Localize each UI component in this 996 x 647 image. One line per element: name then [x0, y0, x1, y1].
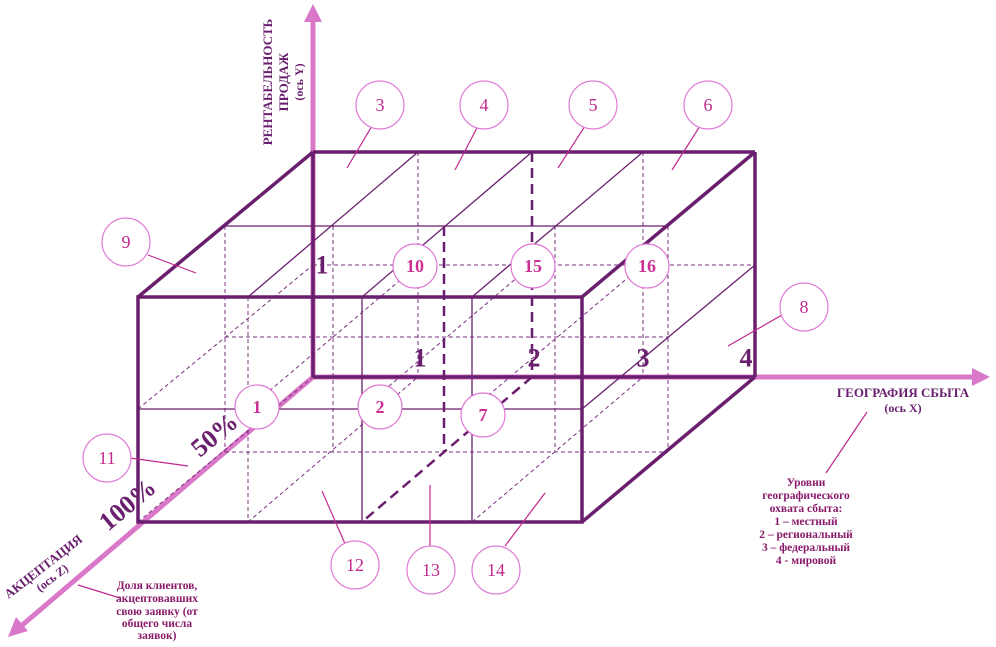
cell-circle-4	[459, 80, 509, 130]
y-axis-title-line2: ПРОДАЖ	[276, 53, 291, 112]
grid-line	[137, 376, 314, 523]
legend-geography: Уровни географического охвата сбыта: 1 –…	[759, 477, 853, 567]
leader-9	[147, 254, 197, 274]
divider-line	[361, 376, 533, 523]
cube-frame	[136, 150, 757, 524]
x-level-3: 3	[637, 344, 650, 373]
x-axis-subtitle: (ось X)	[884, 401, 921, 415]
cell-circle-1	[234, 384, 280, 430]
cell-circle-16	[624, 243, 670, 289]
leader-5	[557, 125, 586, 169]
cell-circle-15	[510, 243, 556, 289]
x-level-1: 1	[414, 344, 427, 373]
cell-circle-12	[330, 540, 380, 590]
cell-circle-5	[568, 80, 618, 130]
x-axis-title: ГЕОГРАФИЯ СБЫТА	[837, 385, 970, 400]
grid-line	[361, 264, 533, 410]
legend-acc-line-3: свою заявку (от	[116, 606, 198, 618]
cell-label-12: 12	[346, 555, 364, 575]
legend-geo-item-4: 4 - мировой	[776, 555, 837, 567]
leader-11	[129, 457, 189, 467]
leader-14	[504, 492, 546, 547]
top-diagonal	[471, 151, 644, 298]
legend-geo-title-3: охвата сбыта:	[770, 503, 843, 515]
legend-geo-item-2: 2 – региональный	[759, 529, 853, 541]
y-axis-arrowhead	[304, 4, 322, 22]
cell-label-8: 8	[800, 297, 809, 317]
cell-label-14: 14	[487, 560, 505, 580]
legend-acc-line-4: общего числа	[122, 618, 193, 630]
leader-legend-x	[825, 411, 868, 474]
top-right-edge	[580, 150, 757, 299]
cell-label-6: 6	[704, 95, 713, 115]
cell-circle-13	[406, 545, 456, 595]
level-labels: 1 2 3 4 1 50% 100%	[93, 251, 752, 537]
outer-cells: 3 4 5 6 9 8 11 12 13 14	[82, 80, 829, 595]
leader-legend-z	[77, 584, 121, 599]
grid-line	[247, 376, 419, 523]
cell-circle-2	[357, 384, 403, 430]
top-left-edge	[136, 150, 315, 299]
cell-circle-7	[460, 392, 506, 438]
cell-label-4: 4	[480, 95, 489, 115]
bottom-right-edge	[580, 375, 757, 524]
legend-geo-title-1: Уровни	[787, 477, 826, 489]
cell-label-15: 15	[524, 256, 542, 276]
cell-label-7: 7	[479, 405, 488, 425]
grid-line	[137, 264, 314, 410]
cell-circle-10	[392, 243, 438, 289]
legend-geo-item-1: 1 – местный	[774, 516, 838, 528]
inner-cells: 10 15 16 1 2 7	[234, 243, 670, 438]
leader-6	[671, 125, 701, 171]
grid-line	[471, 376, 644, 523]
leader-lines	[77, 125, 868, 599]
leader-3	[346, 125, 373, 169]
legend-acc-line-2: акцептовавших	[116, 593, 198, 605]
cell-label-5: 5	[589, 95, 598, 115]
cell-label-11: 11	[98, 448, 115, 468]
top-diagonal	[247, 151, 419, 298]
cell-label-16: 16	[638, 256, 656, 276]
x-level-2: 2	[528, 344, 541, 373]
cell-circle-11	[82, 433, 132, 483]
right-diagonal	[581, 264, 756, 410]
cell-circle-8	[779, 282, 829, 332]
internal-dashed-grid	[137, 152, 755, 523]
x-axis-arrowhead	[972, 368, 990, 386]
z-axis-arrowhead	[8, 617, 28, 637]
front-face	[136, 295, 584, 524]
leader-4	[454, 125, 479, 171]
cell-label-9: 9	[122, 232, 131, 252]
cell-circle-3	[355, 80, 405, 130]
grid-line	[471, 264, 644, 410]
cell-label-2: 2	[376, 397, 385, 417]
y-level-1: 1	[316, 251, 329, 280]
x-level-4: 4	[740, 344, 753, 373]
cell-circle-9	[101, 217, 151, 267]
cell-circle-6	[683, 80, 733, 130]
y-axis-subtitle: (ось Y)	[292, 63, 306, 100]
legend-geo-title-2: географического	[762, 490, 850, 502]
y-axis-title: РЕНТАБЕЛЬНОСТЬ ПРОДАЖ (ось Y)	[260, 19, 306, 146]
cell-label-10: 10	[406, 256, 424, 276]
legend-geo-item-3: 3 – федеральный	[762, 542, 850, 554]
cell-label-1: 1	[253, 397, 262, 417]
legend-acc-line-1: Доля клиентов,	[117, 580, 198, 592]
leader-8	[727, 314, 783, 347]
cell-label-13: 13	[422, 560, 440, 580]
leader-12	[321, 490, 347, 547]
grid-line	[247, 264, 419, 410]
z-level-50: 50%	[185, 407, 243, 463]
cell-circle-14	[471, 545, 521, 595]
top-diagonal	[361, 151, 533, 298]
legend-acceptance: Доля клиентов, акцептовавших свою заявку…	[116, 580, 198, 642]
cell-label-3: 3	[376, 95, 385, 115]
legend-acc-line-5: заявок)	[138, 630, 177, 642]
y-axis-title-line1: РЕНТАБЕЛЬНОСТЬ	[260, 19, 275, 146]
